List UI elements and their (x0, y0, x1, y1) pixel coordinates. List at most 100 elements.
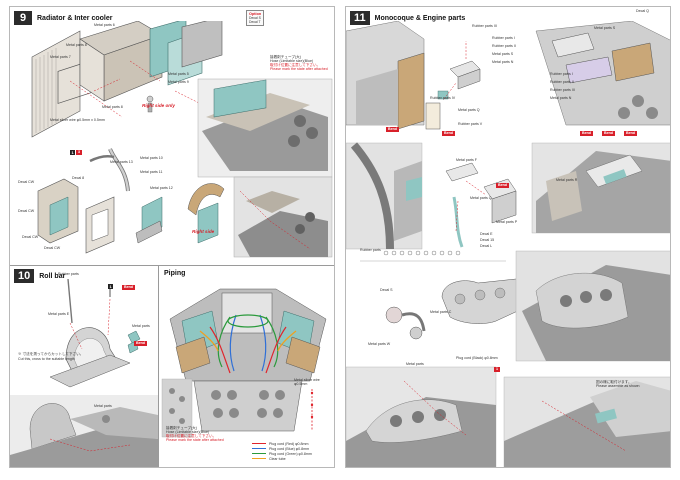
callout-label: Metal parts Q (470, 196, 492, 200)
piping-note-line: Please mark the state after attached (166, 438, 224, 443)
legend-item: Plug cord (Green) φ0.8mm (252, 451, 312, 456)
legend-label: Plug cord (Green) φ0.8mm (269, 451, 312, 456)
section-11-title: Monocoque & Engine parts (374, 14, 466, 22)
monocoque-engine-drawing (346, 21, 670, 467)
callout-label: Metal parts C (430, 310, 452, 314)
section-10-number: 10 (14, 269, 35, 283)
bend-tag: Bend (580, 131, 593, 137)
bend-tag: Bend (386, 127, 399, 133)
cut-note-line: ※ 寸法を測ってからカットして下さい。 (18, 352, 84, 356)
callout-label: Decal CW (22, 235, 39, 239)
callout-label: Metal parts (406, 362, 424, 366)
callout-label: Metal parts (132, 324, 150, 328)
callout-label: Metal parts 8 (66, 43, 87, 47)
piping-title: Piping (164, 270, 186, 277)
callout-label: Metal parts 7 (50, 55, 71, 59)
legend-swatch (252, 442, 266, 445)
option-row: Decal S (249, 16, 261, 20)
step-red-badge: 1 (494, 367, 500, 373)
piping-tube-note: 接着剤チューブ(大) Hose (Limitable size)(Blue) 取… (166, 426, 224, 443)
right-instruction-page: 11 Monocoque & Engine parts Decal Q (345, 6, 671, 468)
callout-label: Metal parts Q (458, 108, 480, 112)
section-9-number: 9 (14, 11, 32, 25)
bend-tag: Bend (602, 131, 615, 137)
callout-label: Decal 8 (72, 176, 85, 180)
callout-label: Metal parts W (368, 342, 391, 346)
bend-tag: Bend (496, 183, 509, 189)
callout-label: Metal parts 11 (140, 170, 163, 174)
callout-label: Decal CW (18, 209, 35, 213)
callout-label: Metal parts 5 (168, 72, 189, 76)
assembly-note-line: Please assemble as shown (596, 383, 640, 388)
callout-label: Rubber parts III (550, 88, 575, 92)
callout-label: Plug cord (Black) φ0.8mm (456, 356, 498, 360)
callout-label: Metal parts N (550, 96, 572, 100)
section-9-header: 9 Radiator & Inter cooler (14, 11, 112, 25)
roll-bar-drawing (10, 279, 158, 467)
callout-label: Metal parts S (492, 52, 514, 56)
legend-swatch (252, 457, 266, 460)
bend-tag: Bend (122, 285, 135, 291)
legend-swatch (252, 452, 266, 455)
callout-label: Metal parts 9 (168, 80, 189, 84)
callout-label: Rubber parts IV (430, 96, 456, 100)
section-10-title: Roll bar (39, 272, 66, 280)
tube-note-line: Please mark the state after attached (270, 67, 328, 72)
wire-note: Metal silver wire φ0.5mm x 0.5mm (50, 118, 105, 122)
left-instruction-page: 9 Radiator & Inter cooler Option Decal S… (9, 6, 335, 468)
option-box: Option Decal S Decal T (246, 10, 265, 26)
callout-label: Decal 15 (480, 238, 495, 242)
piping-note-line: 取付け位置に注意して下さい。 (166, 434, 217, 439)
piping-engine-drawing (160, 281, 334, 467)
callout-label: Metal parts P (496, 220, 518, 224)
tube-note-line: 接着剤チューブ(大) (270, 55, 301, 59)
legend-label: Clear tube (269, 456, 286, 461)
callout-label: Rubber parts V (458, 122, 483, 126)
callout-label: Metal parts (94, 404, 112, 408)
callout-label: Metal parts 6 (94, 23, 115, 27)
bend-tag: Bend (442, 131, 455, 137)
rubber-parts-label: Rubber parts (360, 248, 381, 252)
radiator-exploded-drawing (31, 21, 333, 258)
section-divider (10, 265, 334, 266)
legend-label: Plug cord (Red) φ0.8mm (269, 441, 309, 446)
section-9-title: Radiator & Inter cooler (37, 14, 113, 22)
callout-label: Metal parts 13 (110, 160, 133, 164)
callout-label: Decal CW (18, 180, 35, 184)
bend-tag: Bend (134, 341, 147, 347)
tube-note: 接着剤チューブ(大) Hose (Limitable size)(Blue) 取… (270, 55, 328, 72)
assembly-note: 図の様に取付けます。 Please assemble as shown (596, 380, 640, 388)
piping-note-line: 接着剤チューブ(大) (166, 426, 197, 430)
callout-label: Metal parts 12 (150, 186, 173, 190)
callout-label: Decal CW (44, 246, 61, 250)
section-11-number: 11 (350, 11, 370, 25)
callout-label: Metal parts S (594, 26, 616, 30)
section-10-header: 10 Roll bar (14, 269, 65, 283)
callout-label: Rubber parts II (492, 44, 516, 48)
tube-note-line: Hose (Limitable size)(Blue) (270, 59, 314, 64)
legend-item: Plug cord (Blue) φ0.8mm (252, 446, 312, 451)
step-number-box: 1 (70, 150, 76, 156)
cut-note: ※ 寸法を測ってからカットして下さい。 Cut this, cross to t… (18, 352, 84, 361)
callout-label: Metal parts R (556, 178, 578, 182)
callout-label: Rubber parts (58, 272, 79, 276)
piping-side-line: Metal silver wire (294, 378, 320, 382)
right-side-only-note: Right side only (142, 103, 175, 108)
legend-item: Plug cord (Red) φ0.8mm (252, 441, 312, 446)
step-red-badge: 3 (76, 150, 82, 156)
callout-label: Decal L (480, 244, 493, 248)
callout-label: Metal parts F (456, 158, 477, 162)
callout-label: Rubber parts I (492, 36, 515, 40)
tube-note-line: 取付け位置に注意して下さい。 (270, 63, 321, 68)
callout-label: Metal parts 10 (140, 156, 163, 160)
assembly-note-line: 図の様に取付けます。 (596, 380, 632, 384)
callout-label: Rubber parts III (472, 24, 497, 28)
piping-side-line: φ0.5mm (294, 381, 308, 386)
legend-swatch (252, 447, 266, 450)
piping-side-note: Metal silver wire φ0.5mm (294, 378, 320, 386)
option-row: Decal T (249, 20, 261, 24)
section-11-header: 11 Monocoque & Engine parts (350, 11, 465, 25)
option-heading: Option (249, 12, 262, 16)
column-divider (158, 265, 159, 467)
cut-note-line: Cut this, cross to the suitable length (18, 356, 75, 361)
